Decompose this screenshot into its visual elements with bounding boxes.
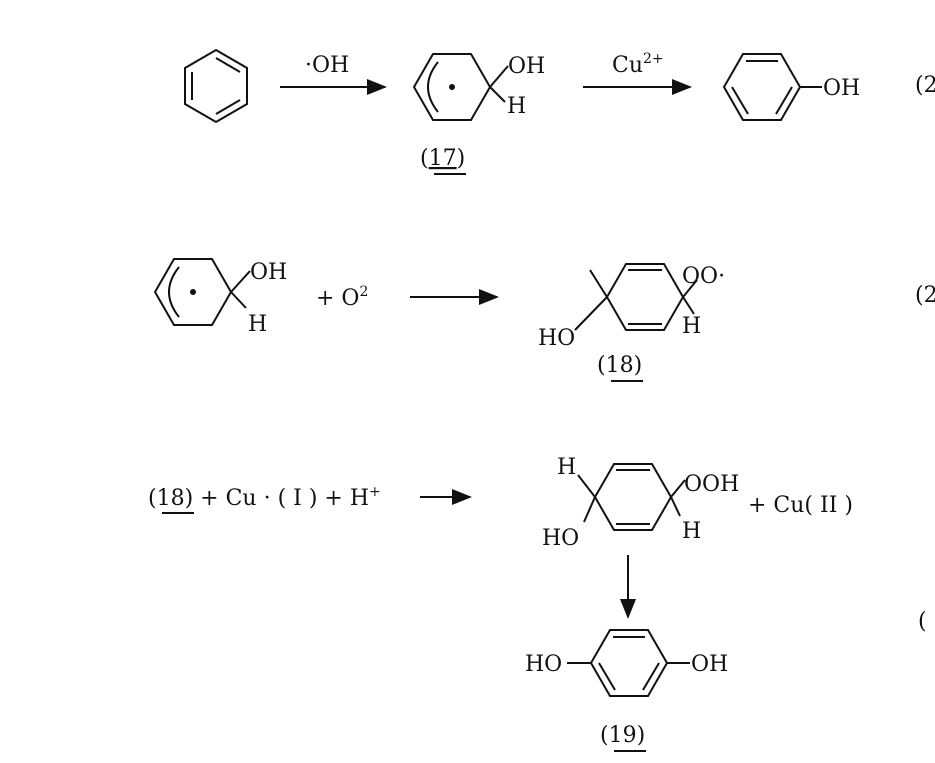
substituent-h: H — [682, 519, 701, 544]
substituent-h: H — [557, 455, 576, 480]
reagent-oxygen: + O2 — [316, 284, 368, 311]
cyclohexadienyl-radical — [153, 258, 251, 326]
equation-number-3: ( — [918, 609, 927, 634]
substituent-oo-radical: OO· — [682, 264, 725, 289]
substituent-oh: OH — [250, 260, 287, 285]
hydroquinone-19 — [567, 629, 690, 697]
phenol — [722, 53, 822, 121]
byproduct-copper-ii: + Cu( II ) — [748, 493, 853, 518]
substituent-ho: HO — [538, 326, 575, 351]
reagent-copper: Cu2+ — [612, 51, 664, 78]
substituent-ho: HO — [542, 526, 579, 551]
benzene — [184, 48, 248, 124]
substituent-h: H — [248, 312, 267, 337]
substituent-oh: OH — [508, 54, 545, 79]
compound-label-18: (18) — [597, 353, 642, 378]
reactants-18-copper: (18) + Cu · ( I ) + H+ — [148, 484, 381, 511]
substituent-h: H — [507, 94, 526, 119]
equation-number-2: (2 — [915, 283, 935, 308]
phenol-oh: OH — [823, 76, 860, 101]
reagent-hydroxyl: ·OH — [305, 53, 349, 78]
substituent-ooh: OOH — [684, 472, 739, 497]
compound-label-17: (17) — [420, 146, 465, 171]
substituent-h: H — [682, 314, 701, 339]
compound-label-19: (19) — [600, 723, 645, 748]
hydroquinone-ho: HO — [525, 652, 562, 677]
hydroperoxide-intermediate — [577, 463, 686, 531]
equation-number-1: (2 — [915, 73, 935, 98]
hydroquinone-oh: OH — [691, 652, 728, 677]
peroxy-radical-18 — [574, 263, 698, 331]
cyclohexadienyl-radical-17 — [412, 53, 509, 121]
